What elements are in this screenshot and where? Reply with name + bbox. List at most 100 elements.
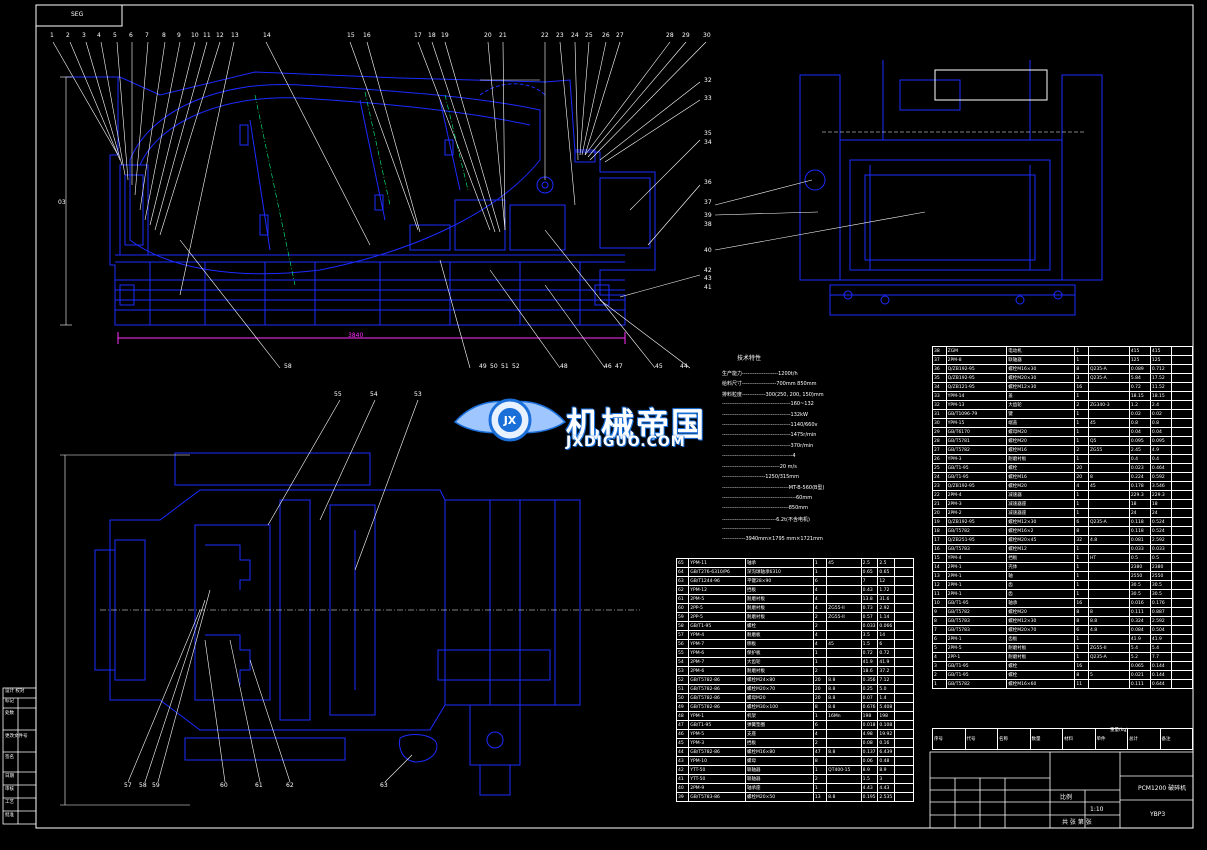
- bom-note-cell: [894, 558, 914, 568]
- bom-cell: GB/T1-95: [688, 621, 746, 631]
- bom-note-cell: [1170, 571, 1194, 581]
- bom-note-cell: [894, 738, 914, 748]
- bom-cell: 47: [812, 747, 828, 757]
- bom-cell: 1: [1074, 508, 1089, 518]
- part-balloon: 38: [704, 221, 712, 228]
- tech-spec-line: 排料粒度-------------300(250, 200, 150)mm: [722, 391, 824, 398]
- part-balloon: 60: [220, 782, 228, 789]
- bom-cell: 14: [877, 630, 896, 640]
- bom-note-cell: [894, 612, 914, 622]
- bom-cell: YTT-50: [688, 765, 746, 775]
- bom-cell: 56: [675, 639, 690, 649]
- bom-cell: 电动机: [1006, 346, 1076, 356]
- strip-label: 设计 校对: [5, 689, 25, 694]
- bom-cell: 47: [675, 720, 690, 730]
- bom-cell: 2PM-5: [688, 594, 746, 604]
- bom-cell: 0.356: [860, 675, 879, 685]
- part-balloon: 44: [680, 363, 688, 370]
- bom-cell: 0.144: [1149, 661, 1172, 671]
- bom-cell: 9: [932, 607, 947, 617]
- bom-cell: 4.43: [877, 783, 896, 793]
- bom-cell: 8: [1074, 670, 1089, 680]
- bom-cell: [826, 621, 862, 631]
- bom-cell: YPM-10: [688, 756, 746, 766]
- bom-cell: GB/T1-95: [945, 661, 1008, 671]
- bom-cell: 0.4: [1128, 454, 1151, 464]
- bom-cell: 1: [1074, 409, 1089, 419]
- bom-cell: 40: [675, 783, 690, 793]
- bom-cell: 0.111: [1128, 679, 1151, 689]
- bom-cell: [1087, 409, 1130, 419]
- bom-cell: Q235-A: [1087, 652, 1130, 662]
- bom-cell: 1: [1074, 490, 1089, 500]
- bom-cell: 0.57: [860, 612, 879, 622]
- bom-note-cell: [1170, 454, 1194, 464]
- bom-cell: 8.9: [860, 765, 879, 775]
- bom-cell: 1: [1074, 652, 1089, 662]
- bom-cell: 0.224: [1128, 472, 1151, 482]
- bom-header-cell: 材料: [1062, 728, 1096, 750]
- bom-cell: 1: [1074, 544, 1089, 554]
- bom-cell: 6: [812, 720, 828, 730]
- bom-note-cell: [1170, 463, 1194, 473]
- bom-note-cell: [1170, 508, 1194, 518]
- bom-cell: 54: [675, 657, 690, 667]
- bom-cell: 减速器座: [1006, 508, 1076, 518]
- part-balloon: 53: [414, 391, 422, 398]
- bom-cell: [826, 774, 862, 784]
- bom-cell: 22: [932, 490, 947, 500]
- bom-cell: 螺栓M20×45: [1006, 535, 1076, 545]
- part-balloon: 26: [602, 32, 610, 39]
- tech-spec-line: -------------------------------------MT-…: [722, 485, 825, 492]
- bom-cell: [1087, 382, 1130, 392]
- bom-cell: YPM-13: [945, 400, 1008, 410]
- bom-cell: 4.8: [1087, 535, 1130, 545]
- bom-note-cell: [894, 783, 914, 793]
- part-balloon: 9: [177, 32, 181, 39]
- bom-cell: 0.084: [1128, 625, 1151, 635]
- bom-cell: 2: [812, 738, 828, 748]
- bom-note-cell: [894, 702, 914, 712]
- bom-note-cell: [894, 666, 914, 676]
- bom-cell: 2PM-7: [688, 657, 746, 667]
- bom-cell: 12: [932, 580, 947, 590]
- bom-cell: ZGM: [945, 346, 1008, 356]
- bom-cell: 4: [812, 603, 828, 613]
- front-view: [66, 71, 656, 326]
- bom-cell: 52: [675, 675, 690, 685]
- bom-cell: 5.0: [877, 684, 896, 694]
- bom-cell: [826, 666, 862, 676]
- part-balloon: 41: [704, 284, 712, 291]
- bom-cell: 齿: [1006, 580, 1076, 590]
- bom-cell: [1087, 661, 1130, 671]
- part-balloon: 29: [682, 32, 690, 39]
- bom-cell: 2.5: [877, 558, 896, 568]
- bom-cell: 0.65: [860, 567, 879, 577]
- tech-spec-line: ---------------------------: [722, 526, 771, 532]
- bom-cell: [826, 576, 862, 586]
- strip-label: 批准: [5, 813, 14, 818]
- bom-cell: 2PM-1: [945, 589, 1008, 599]
- strip-label: 处数: [5, 711, 14, 716]
- bom-cell: 1: [1074, 634, 1089, 644]
- bom-cell: 1: [1074, 553, 1089, 563]
- strip-label: 标记: [5, 699, 14, 704]
- bom-note-cell: [894, 603, 914, 613]
- part-balloon: 63: [380, 782, 388, 789]
- bom-cell: 螺栓M20: [1006, 436, 1076, 446]
- part-balloon: 34: [704, 139, 712, 146]
- bom-cell: GB/T5783: [945, 625, 1008, 635]
- bom-cell: 2PP-1: [945, 652, 1008, 662]
- bom-cell: 4.9: [1149, 445, 1172, 455]
- bom-cell: 38: [932, 346, 947, 356]
- bom-cell: 41: [675, 774, 690, 784]
- part-balloon: 20: [484, 32, 492, 39]
